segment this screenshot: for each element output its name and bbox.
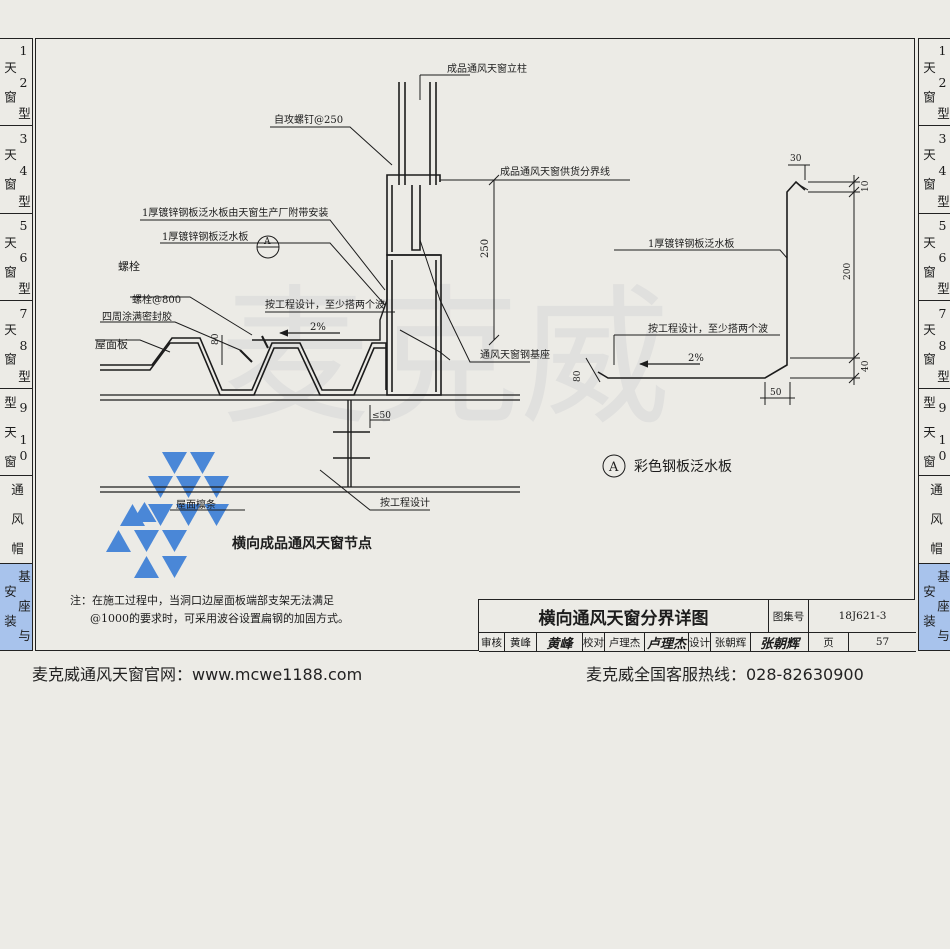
label-dim-50: ≤50	[372, 411, 391, 421]
reviewer-signature: 黄峰	[537, 633, 583, 652]
note-line-2: @1000的要求时，可采用波谷设置扁钢的加固方式。	[90, 612, 349, 625]
designer-name: 张朝辉	[711, 633, 751, 652]
footer-website[interactable]: 麦克威通风天窗官网：www.mcwe1188.com	[32, 665, 363, 684]
detail-a-label-slope: 2%	[688, 353, 704, 364]
detail-a-flashing	[597, 180, 806, 379]
left-category-tabs: 1 2 型 天 窗 3 4 型 天 窗 5 6 型 天 窗 7 8 型 天 窗 …	[0, 38, 33, 651]
atlas-number: 18J621-3	[809, 600, 916, 633]
left-tab-7[interactable]: 基 座 与 安 装	[0, 563, 32, 651]
right-tab-7[interactable]: 基 座 与 安 装	[919, 563, 950, 651]
checker-signature: 卢理杰	[645, 633, 689, 652]
label-supply-line: 成品通风天窗供货分界线	[500, 165, 610, 178]
drawing-title: 横向通风天窗分界详图	[479, 600, 769, 633]
label-flashing: 1厚镀锌钢板泛水板	[162, 230, 248, 243]
drawing-frame	[35, 38, 915, 651]
vent-steel-base	[386, 254, 442, 396]
label-sealant: 四周涂满密封胶	[102, 310, 172, 323]
main-flashing	[252, 260, 388, 341]
detail-a-dim-50: 50	[770, 388, 782, 398]
vent-column	[386, 82, 441, 256]
label-dim-250: 250	[480, 239, 491, 258]
label-detail-ref: A	[263, 237, 271, 247]
detail-a-title: 彩色钢板泛水板	[634, 458, 732, 475]
label-by-design: 按工程设计，至少搭两个波	[265, 298, 385, 311]
right-category-tabs: 1 2 型 天 窗 3 4 型 天 窗 5 6 型 天 窗 7 8 型 天 窗 …	[918, 38, 950, 651]
right-tab-2[interactable]: 3 4 型 天 窗	[919, 126, 950, 214]
footer-hotline: 麦克威全国客服热线：028-82630900	[586, 665, 864, 684]
label-roof-panel: 屋面板	[95, 337, 128, 351]
detail-a-ref-letter: A	[608, 460, 619, 475]
detail-a-dim-200: 200	[843, 263, 853, 280]
main-detail-title: 横向成品通风天窗节点	[232, 535, 372, 552]
reviewer-name: 黄峰	[505, 633, 537, 652]
check-label: 校对	[583, 633, 605, 652]
label-column: 成品通风天窗立柱	[447, 62, 527, 75]
watermark-text: 麦克威	[220, 272, 670, 446]
bolt-icon	[239, 335, 269, 363]
dim-250	[488, 174, 500, 346]
designer-signature: 张朝辉	[751, 633, 809, 652]
detail-a-dim-10: 10	[861, 180, 871, 192]
label-dim-80: 80	[211, 333, 221, 345]
design-label: 设计	[689, 633, 711, 652]
left-tab-3[interactable]: 5 6 型 天 窗	[0, 214, 32, 302]
page-label: 页	[809, 633, 849, 652]
left-tab-4[interactable]: 7 8 型 天 窗	[0, 301, 32, 389]
logo-triangles-icon	[106, 452, 229, 578]
purlin-section	[333, 400, 370, 487]
left-tab-5[interactable]: 9 10 型 天 窗	[0, 389, 32, 477]
right-tab-4[interactable]: 7 8 型 天 窗	[919, 301, 950, 389]
label-base: 通风天窗钢基座	[480, 348, 550, 361]
right-tab-3[interactable]: 5 6 型 天 窗	[919, 214, 950, 302]
label-purlin: 屋面檩条	[176, 498, 216, 511]
page-number: 57	[849, 633, 916, 652]
checker-name: 卢理杰	[605, 633, 645, 652]
left-tab-1[interactable]: 1 2 型 天 窗	[0, 38, 32, 127]
note-line-1: 注：在施工过程中，当洞口边屋面板端部支架无法满足	[70, 594, 334, 607]
detail-a-label-flashing: 1厚镀锌钢板泛水板	[648, 237, 734, 250]
detail-a-dim-30: 30	[790, 154, 802, 164]
title-block: 横向通风天窗分界详图 图集号 18J621-3 审核 黄峰 黄峰 校对 卢理杰 …	[478, 599, 916, 652]
detail-a-label-by-design: 按工程设计，至少搭两个波	[648, 322, 768, 335]
construction-note: 注：在施工过程中，当洞口边屋面板端部支架无法满足 @1000的要求时，可采用波谷…	[70, 592, 470, 628]
left-tab-6[interactable]: 通 风 帽	[0, 476, 32, 564]
review-label: 审核	[479, 633, 505, 652]
label-per-design: 按工程设计	[380, 496, 430, 509]
label-screw: 自攻螺钉@250	[274, 113, 343, 126]
roof-panel-profile	[100, 337, 387, 396]
detail-a-ref-circle	[602, 454, 626, 478]
detail-a-dim-80: 80	[573, 370, 583, 382]
technical-drawing: 麦克威	[95, 62, 871, 578]
left-tab-2[interactable]: 3 4 型 天 窗	[0, 126, 32, 214]
right-tab-5[interactable]: 9 10 型 天 窗	[919, 389, 950, 477]
label-slope: 2%	[310, 322, 326, 333]
detail-a-dim-40: 40	[861, 360, 871, 372]
label-flashing-factory: 1厚镀锌钢板泛水板由天窗生产厂附带安装	[142, 206, 328, 219]
label-bolt: 螺栓	[118, 259, 140, 273]
label-bolt-spacing: 螺栓@800	[132, 293, 181, 306]
right-tab-6[interactable]: 通 风 帽	[919, 476, 950, 564]
right-tab-1[interactable]: 1 2 型 天 窗	[919, 38, 950, 127]
atlas-label: 图集号	[769, 600, 809, 633]
